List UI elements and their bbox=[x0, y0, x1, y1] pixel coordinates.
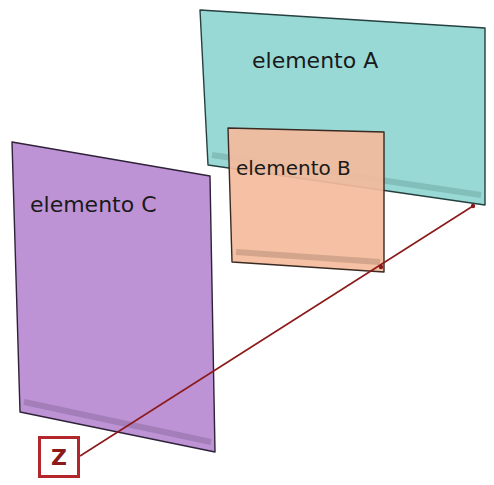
axis-label-box: Z bbox=[38, 436, 80, 478]
label-frame bbox=[40, 438, 79, 477]
panel-outline bbox=[226, 126, 388, 276]
panel-label: elemento B bbox=[236, 156, 351, 180]
panel-label: elemento A bbox=[252, 48, 378, 73]
layer-panel: elemento B bbox=[226, 126, 388, 276]
axis-point bbox=[471, 204, 475, 208]
panel-outline bbox=[10, 140, 218, 455]
panel-label: elemento C bbox=[30, 192, 157, 217]
layer-panel: elemento C bbox=[10, 140, 218, 455]
axis-point bbox=[379, 265, 383, 269]
panel-shadow bbox=[236, 252, 380, 262]
panel-fill bbox=[228, 128, 384, 272]
panel-fill bbox=[12, 142, 215, 452]
panel-fill bbox=[200, 10, 485, 205]
axis-letter: Z bbox=[51, 445, 67, 470]
